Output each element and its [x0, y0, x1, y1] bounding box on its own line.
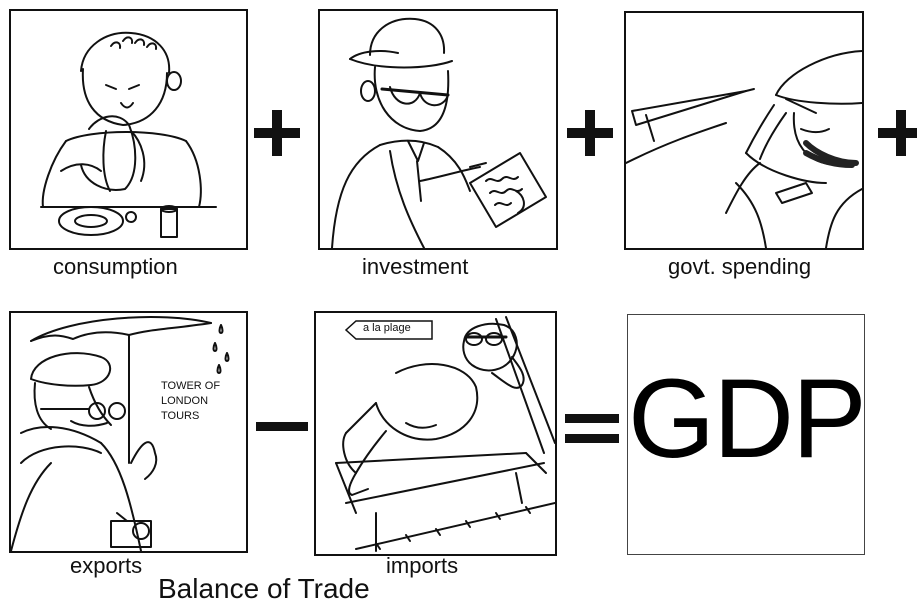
plus-icon: [254, 110, 300, 156]
beach-sign-icon: [344, 320, 433, 340]
govt-spending-panel: [624, 11, 864, 250]
investment-caption: investment: [362, 254, 469, 279]
imports-caption: imports: [386, 553, 459, 578]
gdp-result-box: GDP: [627, 314, 867, 555]
tour-sign-line1: TOWER OF: [161, 380, 221, 392]
tour-sign: TOWER OF LONDON TOURS: [161, 379, 246, 424]
tour-sign-line2: LONDON TOURS: [161, 395, 209, 422]
eating-person-illustration: [40, 31, 217, 238]
govt-spending-caption: govt. spending: [668, 254, 812, 279]
exports-panel: TOWER OF LONDON TOURS: [9, 311, 248, 553]
plus-icon: [567, 110, 613, 156]
beach-sign-label: a la plage: [363, 322, 411, 334]
minus-icon: [256, 422, 308, 431]
plus-icon: [878, 110, 917, 156]
investor-illustration: [331, 17, 547, 248]
equals-icon: [565, 414, 619, 443]
imports-panel: a la plage: [314, 311, 557, 556]
gdp-label: GDP: [628, 356, 867, 481]
investment-panel: [318, 9, 558, 250]
sunbathing-man-illustration: [335, 316, 555, 552]
tourist-with-umbrella-illustration: [11, 316, 230, 551]
exports-caption: exports: [70, 553, 143, 578]
saluting-officer-illustration: [626, 50, 862, 248]
consumption-panel: [9, 9, 248, 250]
balance-of-trade-label: Balance of Trade: [158, 573, 370, 604]
consumption-caption: consumption: [53, 254, 178, 279]
